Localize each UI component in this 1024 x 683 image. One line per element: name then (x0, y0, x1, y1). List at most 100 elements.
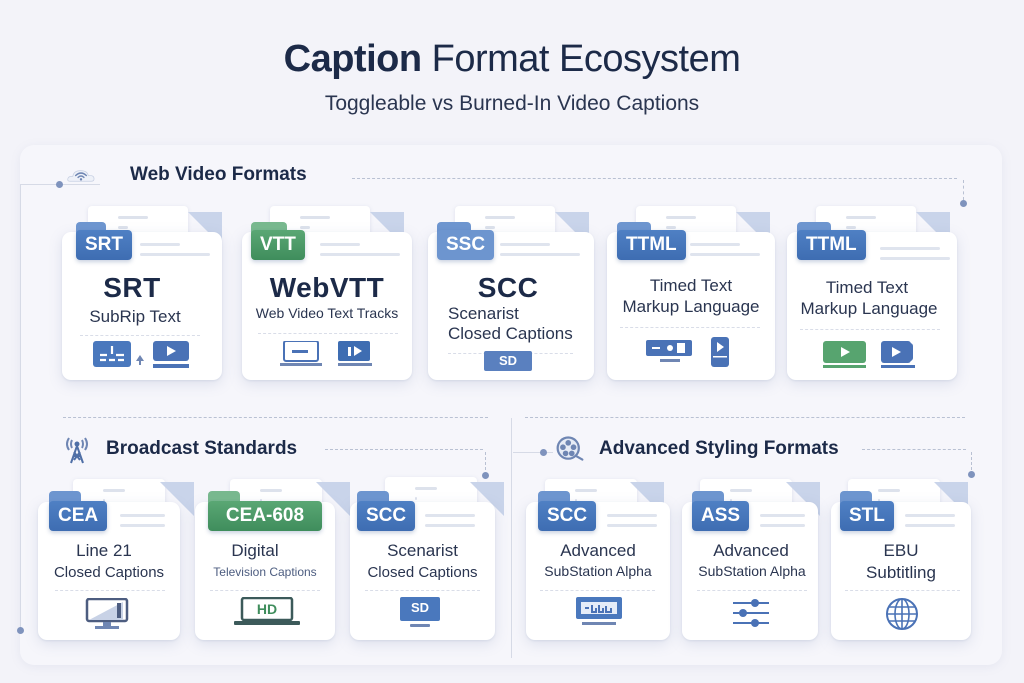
antenna-icon (62, 434, 92, 464)
text-line (760, 514, 805, 517)
text-line (500, 243, 550, 246)
format-name: WebVTT (269, 272, 385, 303)
dashed-connector (485, 452, 486, 470)
dashed-connector (352, 178, 957, 179)
format-tag: TTML (617, 230, 686, 260)
format-tag: VTT (251, 230, 305, 260)
text-line (880, 257, 950, 260)
separator (55, 590, 165, 591)
format-description-line1: Digital (231, 541, 279, 560)
format-tag: ASS (692, 501, 750, 531)
text-line (120, 514, 165, 517)
text-line (500, 253, 580, 256)
connector-dot (482, 472, 489, 479)
connector-dot (56, 181, 63, 188)
format-description-line1: Scenarist (448, 304, 519, 323)
sd-badge: SD (484, 351, 532, 371)
format-description-line2: SubStation Alpha (698, 563, 806, 579)
text-line (905, 524, 955, 527)
format-tag: SCC (357, 501, 416, 531)
format-description-line1: Advanced (713, 541, 789, 560)
equalizer-icon (93, 341, 131, 372)
section-title-text: Broadcast Standards (106, 438, 298, 459)
format-tag: SSC (437, 230, 495, 260)
format-description-line1: Scenarist (387, 541, 458, 560)
film-reel-icon (555, 434, 585, 464)
monitor-icon (85, 597, 129, 635)
format-name: SCC (477, 272, 539, 303)
page-subtitle: Toggleable vs Burned-In Video Captions (324, 92, 700, 115)
laptop-icon (280, 340, 322, 372)
separator (845, 590, 960, 591)
format-description-line1: EBU (883, 541, 919, 560)
sliders-icon (731, 599, 771, 632)
dashed-connector (862, 449, 966, 450)
dashed-divider (63, 417, 488, 418)
hd-laptop-icon: HD (234, 596, 300, 632)
section-title-text: Web Video Formats (130, 164, 307, 185)
dashed-connector (963, 180, 964, 200)
dashed-connector (971, 452, 972, 470)
format-description-line2: Markup Language (622, 297, 760, 316)
section-title-text: Advanced Styling Formats (599, 438, 839, 459)
play-split-icon (711, 337, 729, 372)
text-line (760, 524, 805, 527)
connector-dot (968, 471, 975, 478)
text-line (425, 514, 475, 517)
connector-dot (17, 627, 24, 634)
separator (210, 590, 320, 591)
title-bold: Caption (283, 38, 422, 80)
play-green-icon (823, 341, 867, 374)
title-rest: Format Ecosystem (431, 38, 741, 80)
format-description-line2: Subtitling (866, 563, 936, 582)
connector-line (513, 452, 553, 453)
arrow-up-icon (136, 352, 144, 370)
format-tag: SCC (538, 501, 597, 531)
format-description-line2: Closed Captions (367, 564, 478, 581)
format-description-line2: SubStation Alpha (544, 563, 652, 579)
separator (800, 329, 940, 330)
play-screen-icon (153, 341, 189, 374)
format-description-line1: Timed Text (649, 276, 733, 295)
format-description-line2: Markup Language (800, 299, 938, 318)
globe-icon (884, 596, 920, 637)
text-line (140, 243, 180, 246)
dashed-divider (525, 417, 965, 418)
connector-dot (960, 200, 967, 207)
format-description: SubRip Text (89, 307, 181, 326)
format-tag: TTML (797, 230, 866, 260)
separator (540, 590, 655, 591)
text-line (607, 524, 657, 527)
cloud-wifi-icon (66, 160, 96, 190)
sd-label: SD (410, 600, 430, 615)
separator (80, 335, 200, 336)
text-line (690, 253, 760, 256)
play-blue-icon (881, 341, 917, 374)
format-description-line2: Television Captions (213, 565, 317, 579)
format-description-line1: Timed Text (825, 278, 909, 297)
play-split-icon (338, 341, 372, 372)
section-advanced-styling-formats: Advanced Styling Formats (555, 434, 839, 464)
separator (697, 590, 807, 591)
format-tag: CEA-608 (208, 501, 322, 531)
section-broadcast-standards: Broadcast Standards (62, 434, 297, 464)
hd-label: HD (256, 601, 278, 617)
format-description: Web Video Text Tracks (255, 305, 399, 321)
text-line (320, 253, 400, 256)
text-line (425, 524, 475, 527)
text-line (140, 253, 210, 256)
format-tag: STL (840, 501, 894, 531)
text-line (880, 247, 940, 250)
text-line (690, 243, 740, 246)
format-description-line2: Closed Captions (53, 564, 165, 581)
text-line (320, 243, 360, 246)
text-line (120, 524, 165, 527)
separator (365, 590, 480, 591)
connector-dot (540, 449, 547, 456)
format-description-line1: Line 21 (76, 541, 132, 560)
page-title: Caption Format Ecosystem (0, 38, 1024, 81)
dashed-connector (325, 449, 483, 450)
separator (620, 327, 760, 328)
section-divider (511, 418, 512, 658)
separator (258, 333, 398, 334)
